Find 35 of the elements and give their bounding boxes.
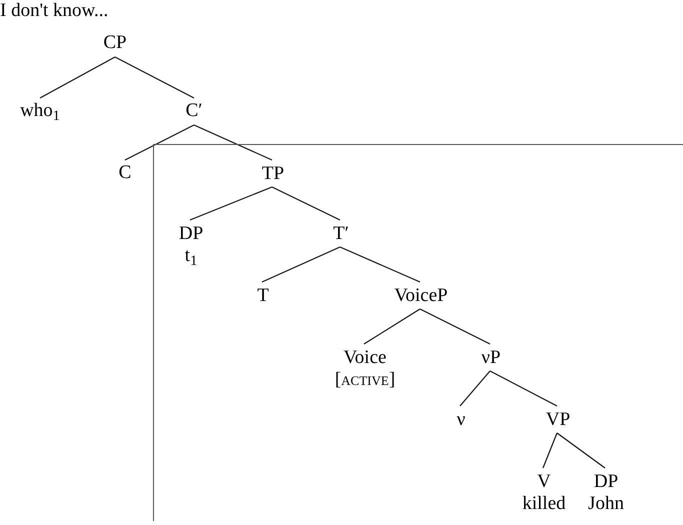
terminal-label: John	[588, 493, 624, 515]
category-label: TP	[262, 163, 284, 185]
branch-line	[340, 246, 420, 282]
category-label: T′	[333, 223, 349, 245]
branch-line	[190, 186, 272, 221]
branch-line	[114, 56, 194, 98]
category-label: who$_{1}$	[20, 100, 60, 122]
frame-box	[153, 144, 683, 521]
sentence-text: I don't know...	[0, 0, 108, 22]
branch-line	[194, 124, 272, 160]
branch-line	[542, 432, 558, 468]
branch-line	[272, 186, 340, 220]
category-label: ν	[456, 409, 466, 431]
branch-line	[460, 370, 490, 406]
category-label: Voice	[344, 347, 386, 369]
category-label: VP	[546, 409, 570, 431]
branch-line	[364, 308, 420, 344]
category-label: DP	[178, 223, 204, 245]
category-label: T	[257, 285, 269, 307]
category-label: CP	[103, 32, 127, 54]
category-label: C′	[186, 100, 202, 122]
branch-line	[420, 308, 490, 344]
branch-line	[262, 246, 340, 282]
category-label: νP	[481, 347, 501, 369]
branch-line	[556, 432, 606, 468]
category-label: C	[118, 162, 132, 184]
terminal-label: killed	[522, 493, 566, 515]
category-label: DP	[594, 471, 618, 493]
category-label: V	[537, 471, 551, 493]
terminal-label: [active]	[334, 369, 396, 391]
category-label: VoiceP	[394, 285, 448, 307]
branch-line	[40, 56, 116, 98]
branch-line	[124, 124, 194, 160]
terminal-label: t$_{1}$	[184, 245, 198, 267]
branch-line	[490, 370, 558, 406]
